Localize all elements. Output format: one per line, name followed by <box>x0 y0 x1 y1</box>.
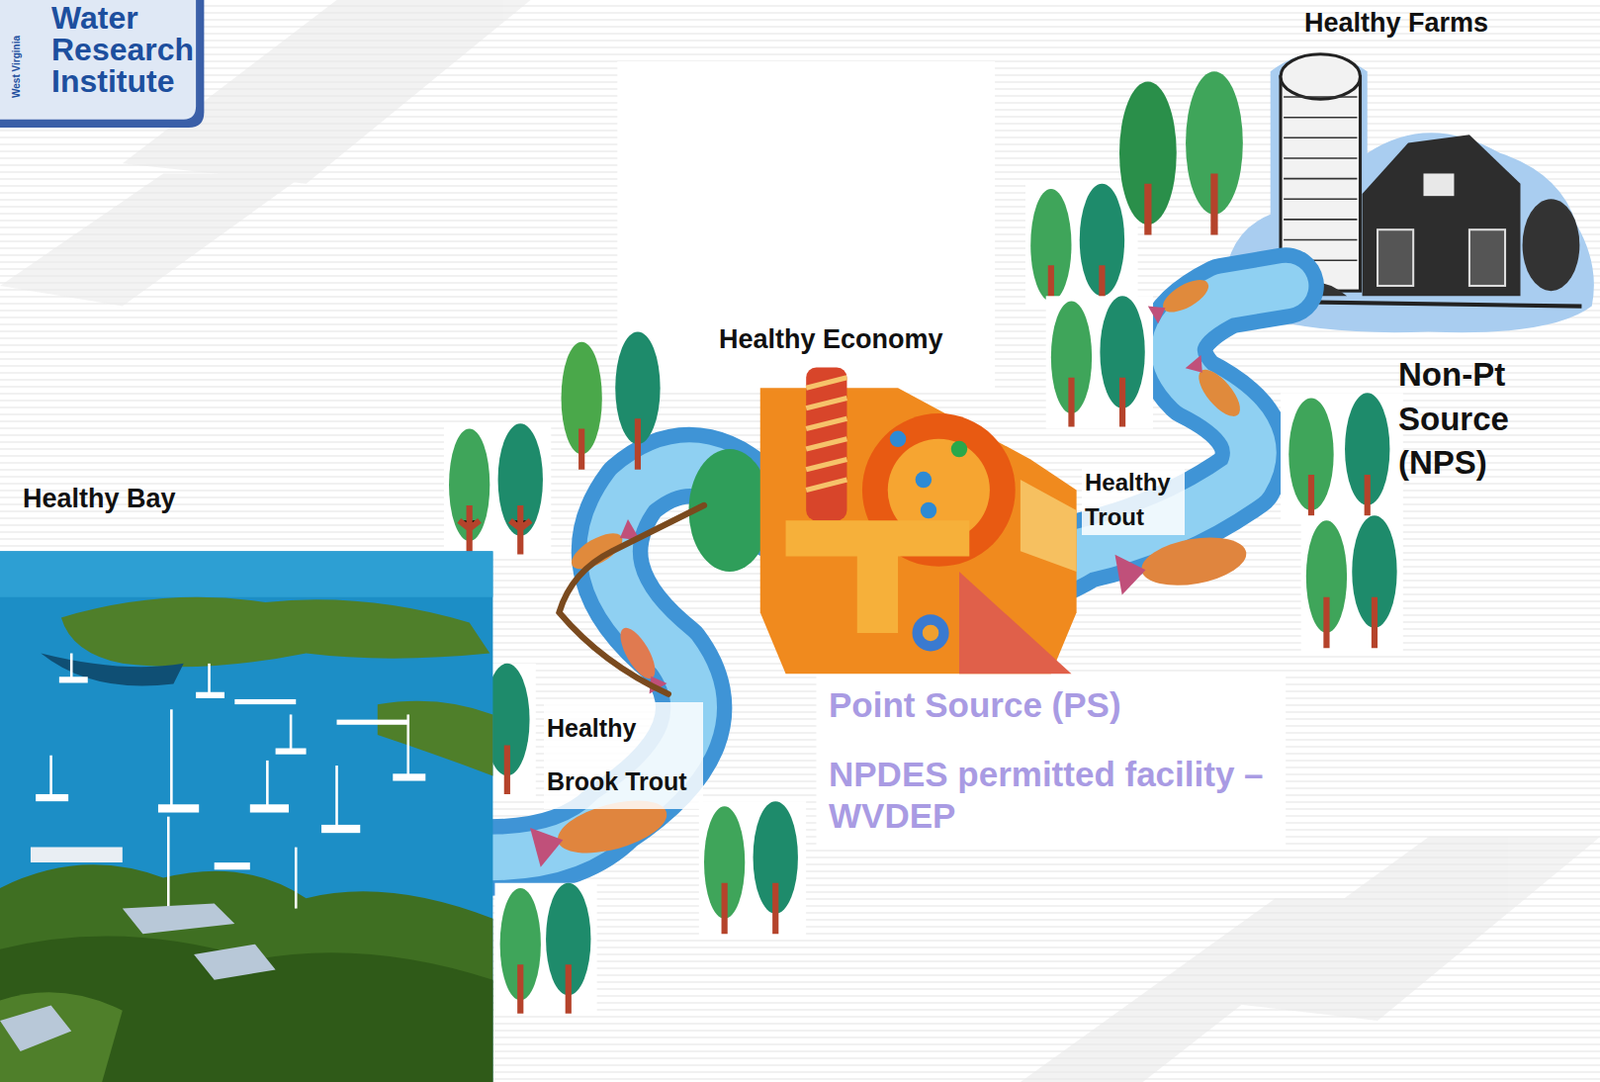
tree <box>689 448 772 572</box>
trees <box>434 71 1404 1016</box>
logo-text: Water Research Institute <box>51 1 200 97</box>
bay-picture <box>0 550 493 1082</box>
source-label: Point Source (PS) <box>828 685 1278 725</box>
white-panel <box>816 673 1287 847</box>
place-label: Healthy Trout <box>1081 465 1185 535</box>
gear-machine <box>760 367 1077 675</box>
logo-subtext: West Virginia <box>10 10 22 124</box>
logo-badge <box>0 0 204 128</box>
permit-note: NPDES permitted facility – WVDEP <box>828 753 1278 837</box>
place-label: Healthy Economy <box>718 324 1005 356</box>
place-label: Healthy Brook Trout <box>543 702 704 809</box>
brown-curve <box>558 505 705 695</box>
place-label: Healthy Farms <box>1304 7 1539 39</box>
source-label: Non-Pt Source (NPS) <box>1398 353 1562 486</box>
place-label: Healthy Bay <box>22 483 248 515</box>
river <box>489 285 1286 858</box>
